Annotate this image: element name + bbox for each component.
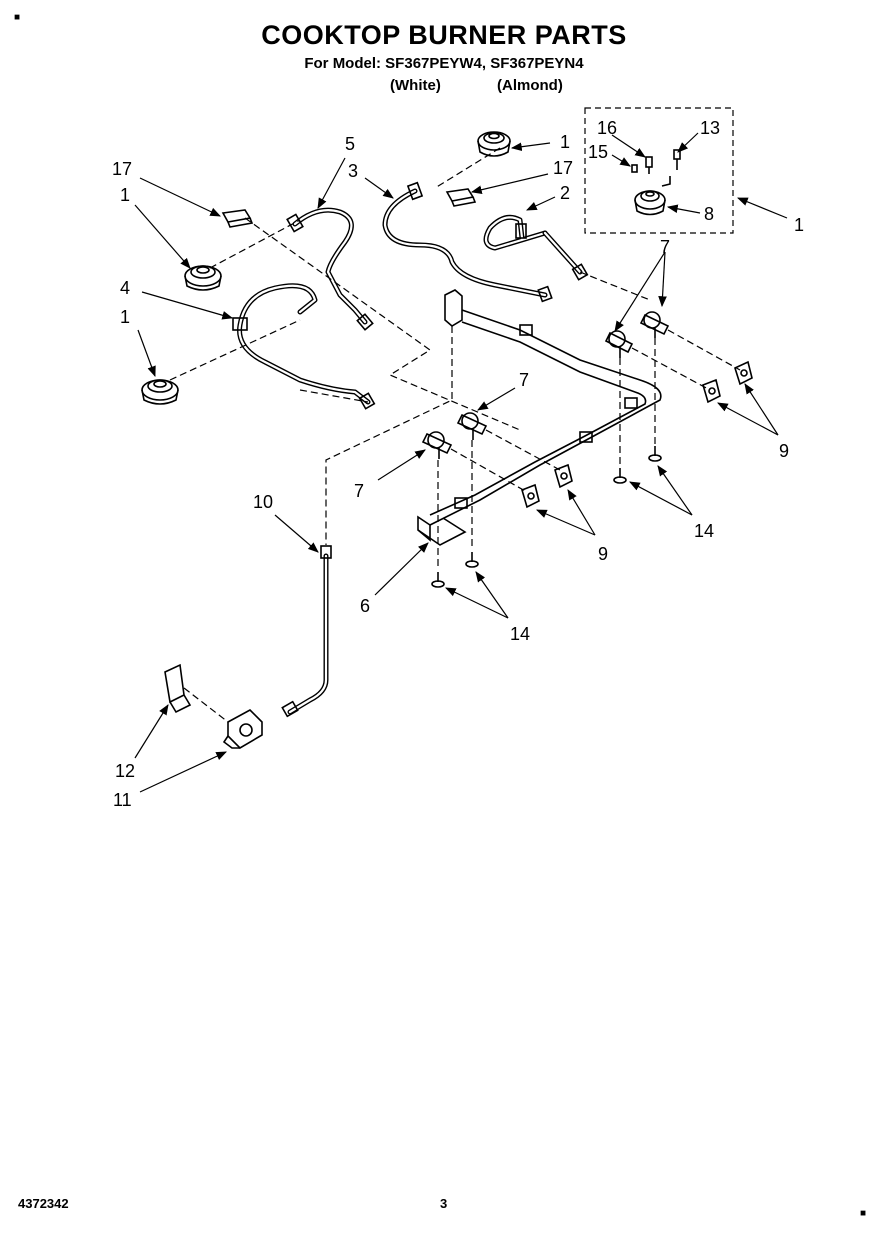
valve-center [456, 412, 488, 440]
burner-head-detail [634, 176, 671, 216]
callout-16: 16 [597, 118, 617, 138]
callout-17-left: 17 [112, 159, 132, 179]
burner-head-rear [477, 131, 511, 157]
screw-left-a [431, 572, 445, 588]
callout-3: 3 [348, 161, 358, 181]
model-line: For Model: SF367PEYW4, SF367PEYN4 [304, 55, 584, 72]
callout-13: 13 [700, 118, 720, 138]
document-number: 4372342 [18, 1196, 69, 1211]
screw-part-13 [673, 149, 681, 170]
manifold-assembly [417, 289, 662, 546]
callout-4: 4 [120, 278, 130, 298]
tube-part-4 [232, 283, 376, 410]
bracket-right [445, 188, 477, 207]
leader-arrows [134, 132, 788, 793]
screw-left-b [465, 552, 479, 568]
valve-right-lower [604, 330, 634, 358]
screw-right-a [613, 468, 627, 484]
screw-part-16 [645, 156, 653, 174]
callout-14-right: 14 [694, 521, 714, 541]
tube-part-2 [483, 214, 589, 281]
callout-1-rear: 1 [560, 132, 570, 152]
callout-7-right: 7 [660, 237, 670, 257]
knob-right-upper [734, 360, 753, 386]
callout-14-left: 14 [510, 624, 530, 644]
callout-6: 6 [360, 596, 370, 616]
callout-7-center: 7 [519, 370, 529, 390]
regulator-bracket [164, 663, 192, 714]
corner-mark-bottom: ■ [860, 1208, 867, 1219]
bracket-left [221, 209, 254, 228]
burner-head-left-top [184, 265, 222, 291]
page-number: 3 [440, 1196, 448, 1211]
callout-1-left-bottom: 1 [120, 307, 130, 327]
valve-left [421, 431, 453, 459]
callout-1-detail: 1 [794, 215, 804, 235]
variant-white: (White) [390, 77, 441, 94]
supply-tube-part-10 [281, 545, 332, 718]
callout-2: 2 [560, 183, 570, 203]
variant-almond: (Almond) [497, 77, 563, 94]
tube-part-5 [286, 207, 374, 331]
knob-center-upper [554, 463, 573, 489]
callout-7-left: 7 [354, 481, 364, 501]
pressure-regulator [222, 709, 263, 750]
callout-numbers: 17 1 4 1 5 3 1 17 2 16 15 13 8 1 7 7 7 9… [112, 118, 804, 810]
corner-mark-top: ■ [14, 12, 21, 23]
callout-5: 5 [345, 134, 355, 154]
knob-center-lower [521, 483, 540, 509]
screw-part-15 [631, 164, 638, 173]
page-title: COOKTOP BURNER PARTS [261, 20, 627, 50]
callout-9-center: 9 [598, 544, 608, 564]
callout-11: 11 [113, 790, 132, 810]
callout-9-right: 9 [779, 441, 789, 461]
callout-1-left-top: 1 [120, 185, 130, 205]
valve-right-upper [639, 311, 670, 338]
callout-17-right: 17 [553, 158, 573, 178]
callout-15: 15 [588, 142, 608, 162]
callout-10: 10 [253, 492, 273, 512]
callout-8: 8 [704, 204, 714, 224]
tube-part-3 [382, 181, 553, 303]
assembly-lines [169, 147, 741, 723]
knob-right-lower [702, 378, 721, 404]
burner-head-left-bottom [141, 379, 179, 405]
screw-right-b [648, 446, 662, 462]
detail-box [584, 107, 734, 234]
callout-12: 12 [115, 761, 135, 781]
